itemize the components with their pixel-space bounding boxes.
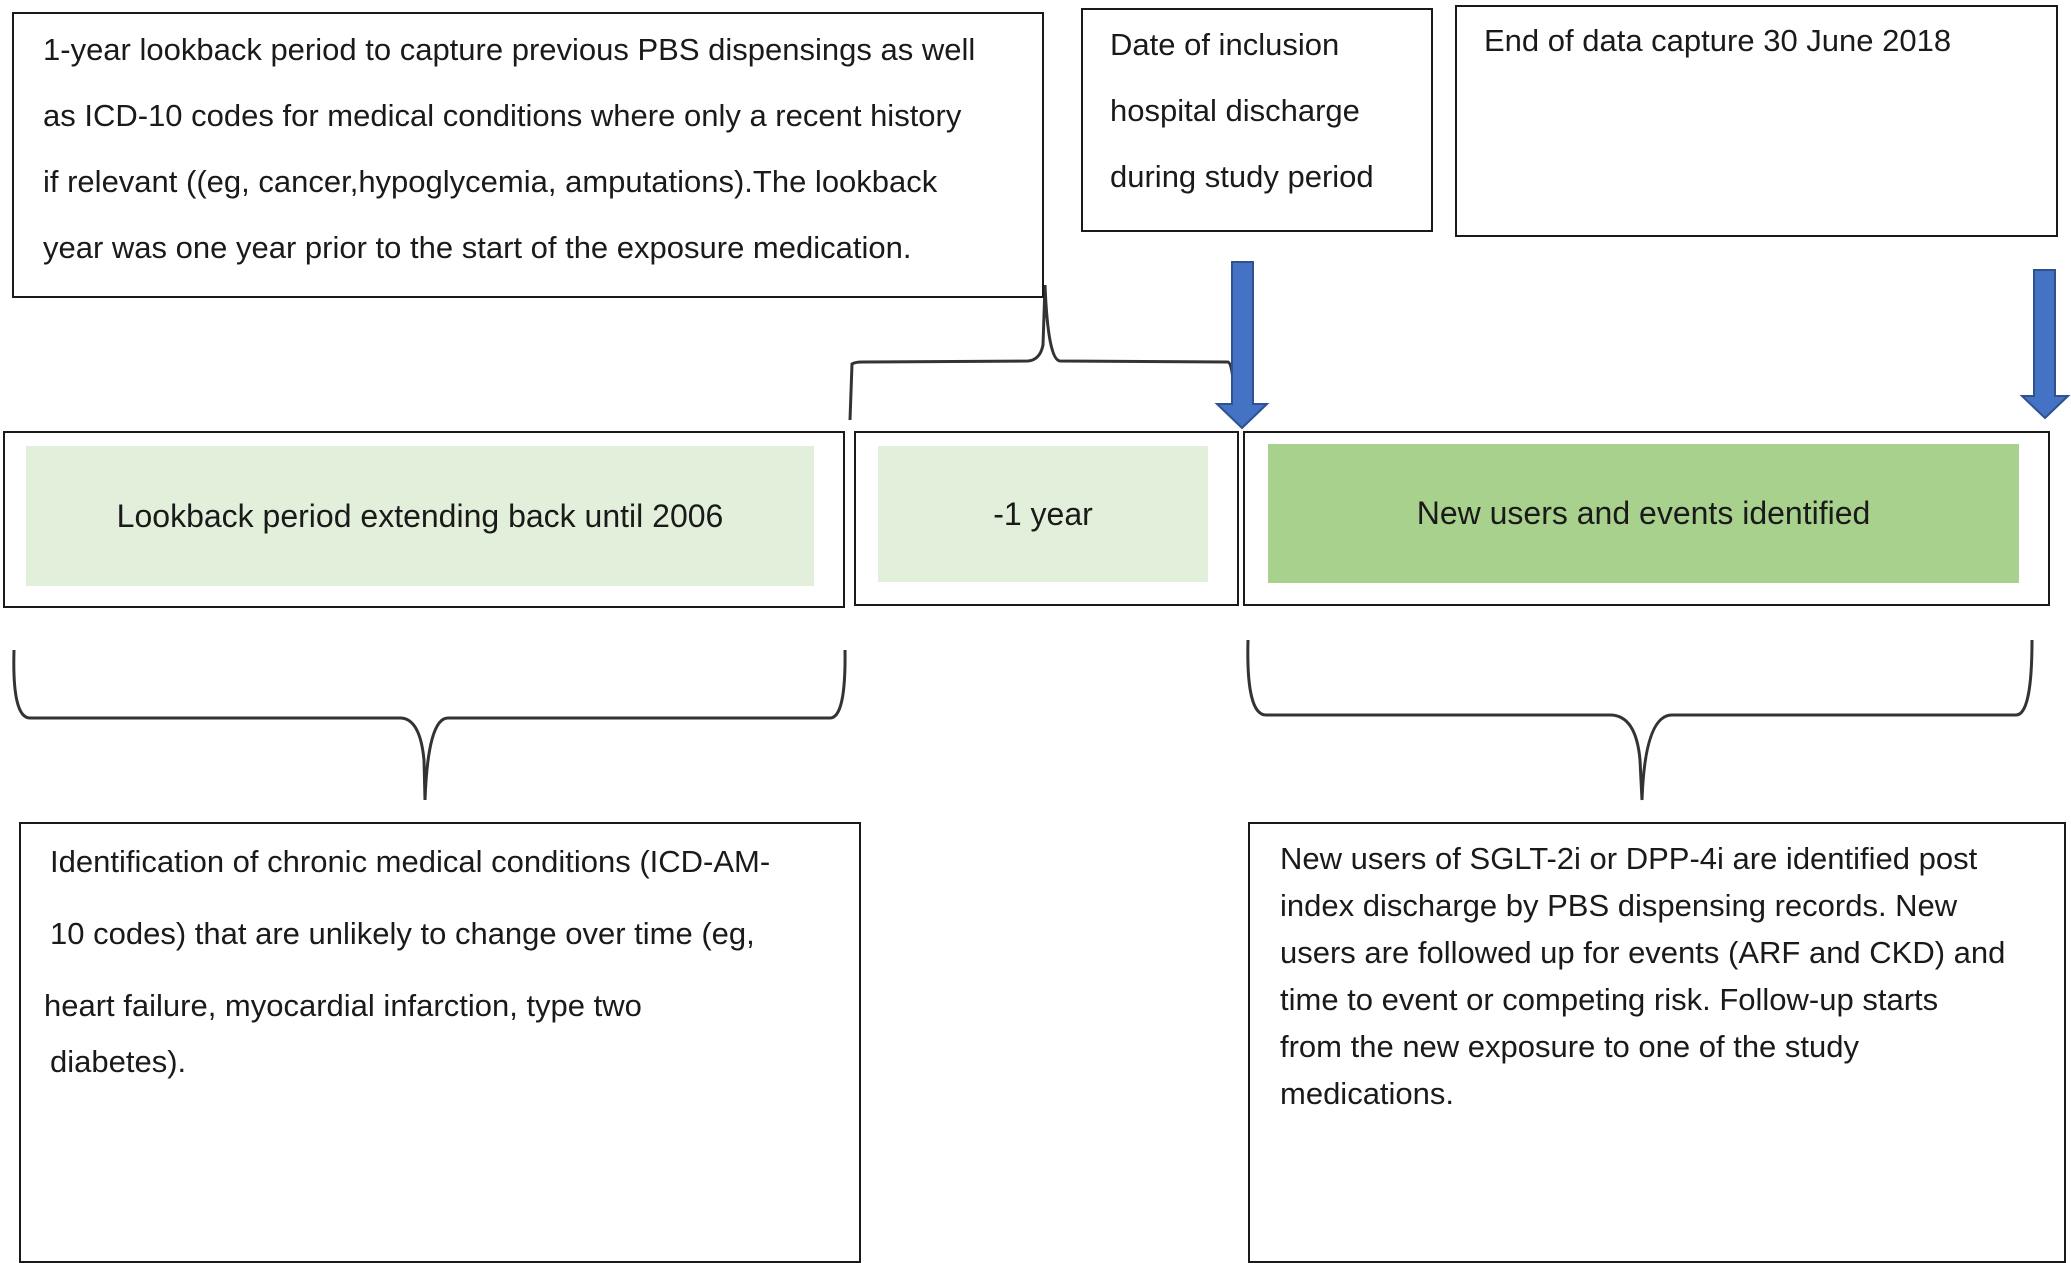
bottom-left-brace [12,649,847,801]
followup-note-line: time to event or competing risk. Follow-… [1280,982,1939,1017]
lookback-note-line: if relevant ((eg, cancer,hypoglycemia, a… [43,164,938,199]
lookback-note-text: 1-year lookback period to capture previo… [43,17,975,281]
followup-note-line: users are followed up for events (ARF an… [1280,935,2006,970]
inclusion-arrow-icon [1214,261,1270,430]
chronic-note-line: 10 codes) that are unlikely to change ov… [50,916,755,951]
followup-note-box [1248,822,2066,1263]
chronic-note-line: Identification of chronic medical condit… [50,844,771,879]
inclusion-note-line: during study period [1110,159,1374,194]
lookback-note-line: 1-year lookback period to capture previo… [43,32,976,67]
bottom-right-brace [1246,639,2034,801]
chronic-note-text: Identification of chronic medical condit… [44,826,771,1082]
followup-note-text: New users of SGLT-2i or DPP-4i are ident… [1280,835,2005,1117]
followup-note-line: index discharge by PBS dispensing record… [1280,888,1958,923]
end-note-text: End of data capture 30 June 2018 [1484,8,1951,74]
lookback-note-line: year was one year prior to the start of … [43,230,912,265]
followup-note-line: New users of SGLT-2i or DPP-4i are ident… [1280,841,1978,876]
inclusion-note-box [1081,8,1433,232]
chronic-note-box [19,822,861,1263]
top-brace [848,284,1237,421]
chronic-note-line: heart failure, myocardial infarction, ty… [44,988,642,1023]
inclusion-note-text: Date of inclusion hospital discharge dur… [1110,12,1374,210]
inclusion-note-line: hospital discharge [1110,93,1360,128]
followup-note-line: medications. [1280,1076,1455,1111]
lookback-note-box [12,12,1044,298]
new-users-fill: New users and events identified [1268,444,2019,583]
minus-one-year-label: -1 year [993,495,1093,532]
end-note-line: End of data capture 30 June 2018 [1484,23,1952,58]
lookback-note-line: as ICD-10 codes for medical conditions w… [43,98,962,133]
lookback-period-label: Lookback period extending back until 200… [116,497,724,534]
end-note-box [1455,5,2058,237]
minus-one-year-fill: -1 year [878,446,1208,582]
followup-note-line: from the new exposure to one of the stud… [1280,1029,1860,1064]
new-users-label: New users and events identified [1416,495,1871,531]
inclusion-note-line: Date of inclusion [1110,27,1340,62]
chronic-note-line: diabetes). [50,1044,187,1079]
lookback-period-fill: Lookback period extending back until 200… [26,446,814,586]
end-arrow-icon [2019,269,2071,420]
